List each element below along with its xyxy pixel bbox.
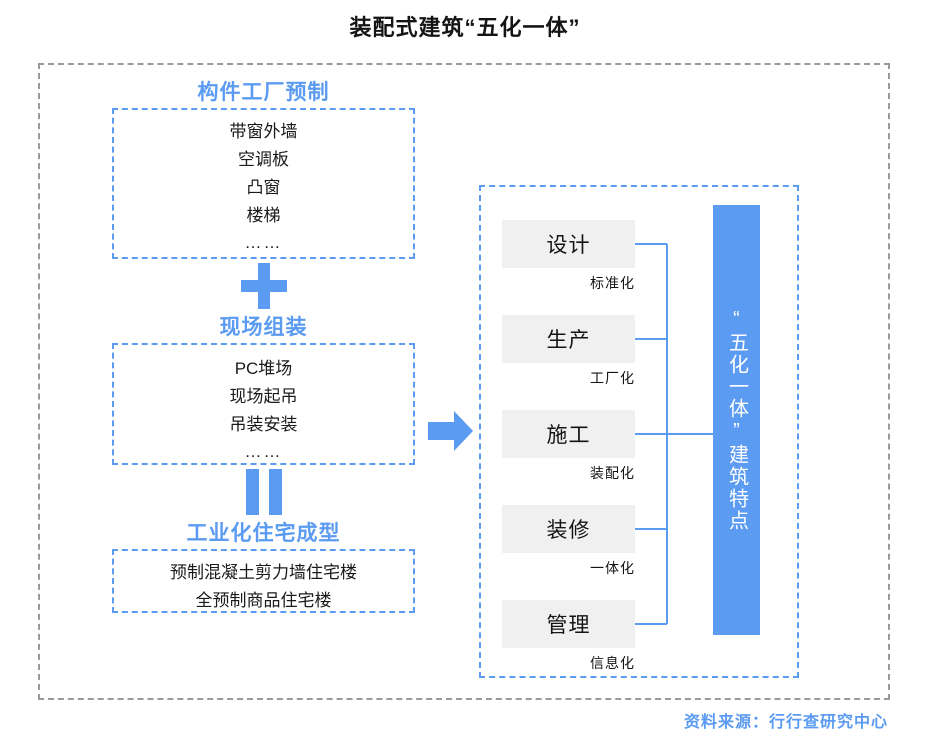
ellipsis: …… (244, 442, 283, 461)
list-item: 现场起吊 (229, 387, 298, 406)
stage-label-management: 信息化 (590, 655, 635, 671)
left-column: 构件工厂预制 带窗外墙 空调板 凸窗 楼梯 …… 现场组装 PC堆场 现场起吊 … (112, 78, 415, 613)
source-footer: 资料来源：行行查研究中心 (683, 714, 888, 731)
operator-equals-wrap (112, 465, 415, 519)
summary-vertical-box: “五化一体”建筑特点 (713, 205, 760, 635)
stage-box-decoration[interactable]: 装修 (502, 505, 635, 553)
outer-dashed-frame (38, 63, 890, 700)
list-item: 空调板 (238, 150, 289, 169)
stage-label-design: 标准化 (590, 275, 635, 291)
section-box-onsite: PC堆场 现场起吊 吊装安装 …… (112, 343, 415, 465)
right-dashed-panel: 设计 标准化 生产 工厂化 施工 装配化 装修 一体化 管理 信息化 “五化一体… (479, 185, 799, 678)
list-item: 吊装安装 (229, 415, 298, 434)
list-item: 全预制商品住宅楼 (195, 591, 332, 610)
list-item: 楼梯 (246, 206, 281, 225)
equals-icon (245, 469, 282, 515)
section-heading-industrialized: 工业化住宅成型 (186, 522, 341, 545)
section-heading-prefab: 构件工厂预制 (197, 81, 330, 104)
flow-arrow-icon (428, 409, 474, 453)
stage-box-production[interactable]: 生产 (502, 315, 635, 363)
stage-box-design[interactable]: 设计 (502, 220, 635, 268)
section-box-industrialized: 预制混凝土剪力墙住宅楼 全预制商品住宅楼 (112, 549, 415, 613)
stage-box-management[interactable]: 管理 (502, 600, 635, 648)
section-box-prefab: 带窗外墙 空调板 凸窗 楼梯 …… (112, 108, 415, 259)
plus-icon (240, 263, 287, 309)
list-item: 预制混凝土剪力墙住宅楼 (170, 563, 357, 582)
list-item: PC堆场 (234, 359, 293, 378)
section-heading-onsite: 现场组装 (219, 316, 308, 339)
list-item: 凸窗 (246, 178, 281, 197)
list-item: 带窗外墙 (229, 122, 298, 141)
ellipsis: …… (244, 233, 283, 252)
page-title: 装配式建筑“五化一体” (349, 15, 581, 40)
stage-label-production: 工厂化 (590, 370, 635, 386)
stage-box-construction[interactable]: 施工 (502, 410, 635, 458)
stage-label-construction: 装配化 (590, 465, 635, 481)
stage-label-decoration: 一体化 (590, 560, 635, 576)
operator-plus-wrap (112, 259, 415, 313)
